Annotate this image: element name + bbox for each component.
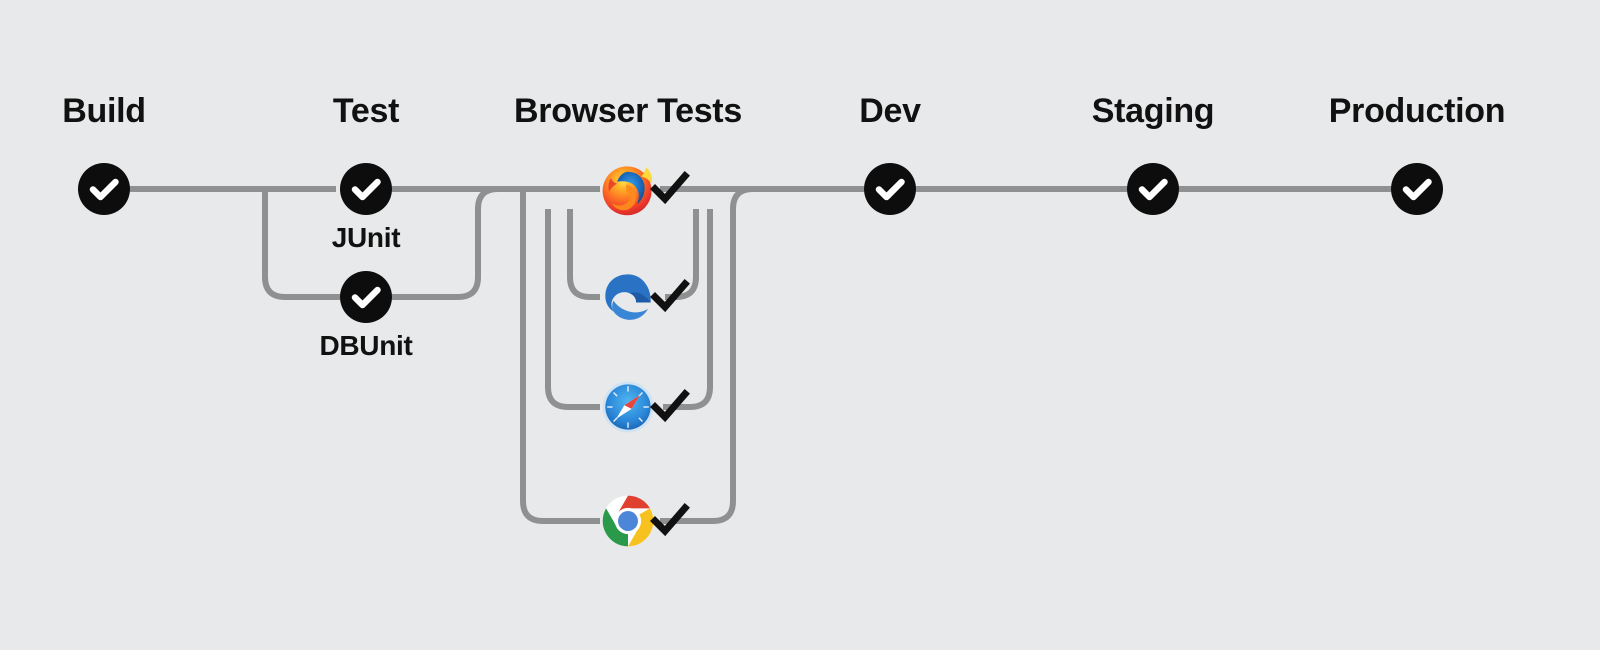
status-node-dev[interactable] — [864, 163, 916, 215]
stage-label-dev: Dev — [859, 92, 921, 130]
status-node-production[interactable] — [1391, 163, 1443, 215]
job-label-dbunit: DBUnit — [319, 330, 413, 361]
stage-label-staging: Staging — [1091, 92, 1215, 130]
stage-label-production: Production — [1328, 92, 1506, 130]
check-icon-firefox — [648, 167, 692, 211]
check-icon-safari — [648, 385, 692, 429]
check-icon-chrome — [648, 499, 692, 543]
status-node-junit[interactable] — [340, 163, 392, 215]
job-label-junit: JUnit — [331, 222, 401, 253]
check-icon — [875, 178, 905, 201]
check-icon — [1402, 178, 1432, 201]
check-icon — [351, 178, 381, 201]
status-node-dbunit[interactable] — [340, 271, 392, 323]
stage-label-build: Build — [62, 92, 146, 130]
edge-icon[interactable] — [599, 268, 657, 326]
check-icon — [351, 286, 381, 309]
check-icon — [1138, 178, 1168, 201]
status-node-build[interactable] — [78, 163, 130, 215]
safari-icon[interactable] — [599, 378, 657, 436]
check-icon — [89, 178, 119, 201]
chrome-icon[interactable] — [599, 492, 657, 550]
firefox-icon[interactable] — [599, 160, 657, 218]
status-node-staging[interactable] — [1127, 163, 1179, 215]
stage-label-test: Test — [332, 92, 400, 130]
check-icon-edge — [648, 275, 692, 319]
stage-label-browser: Browser Tests — [514, 92, 742, 130]
